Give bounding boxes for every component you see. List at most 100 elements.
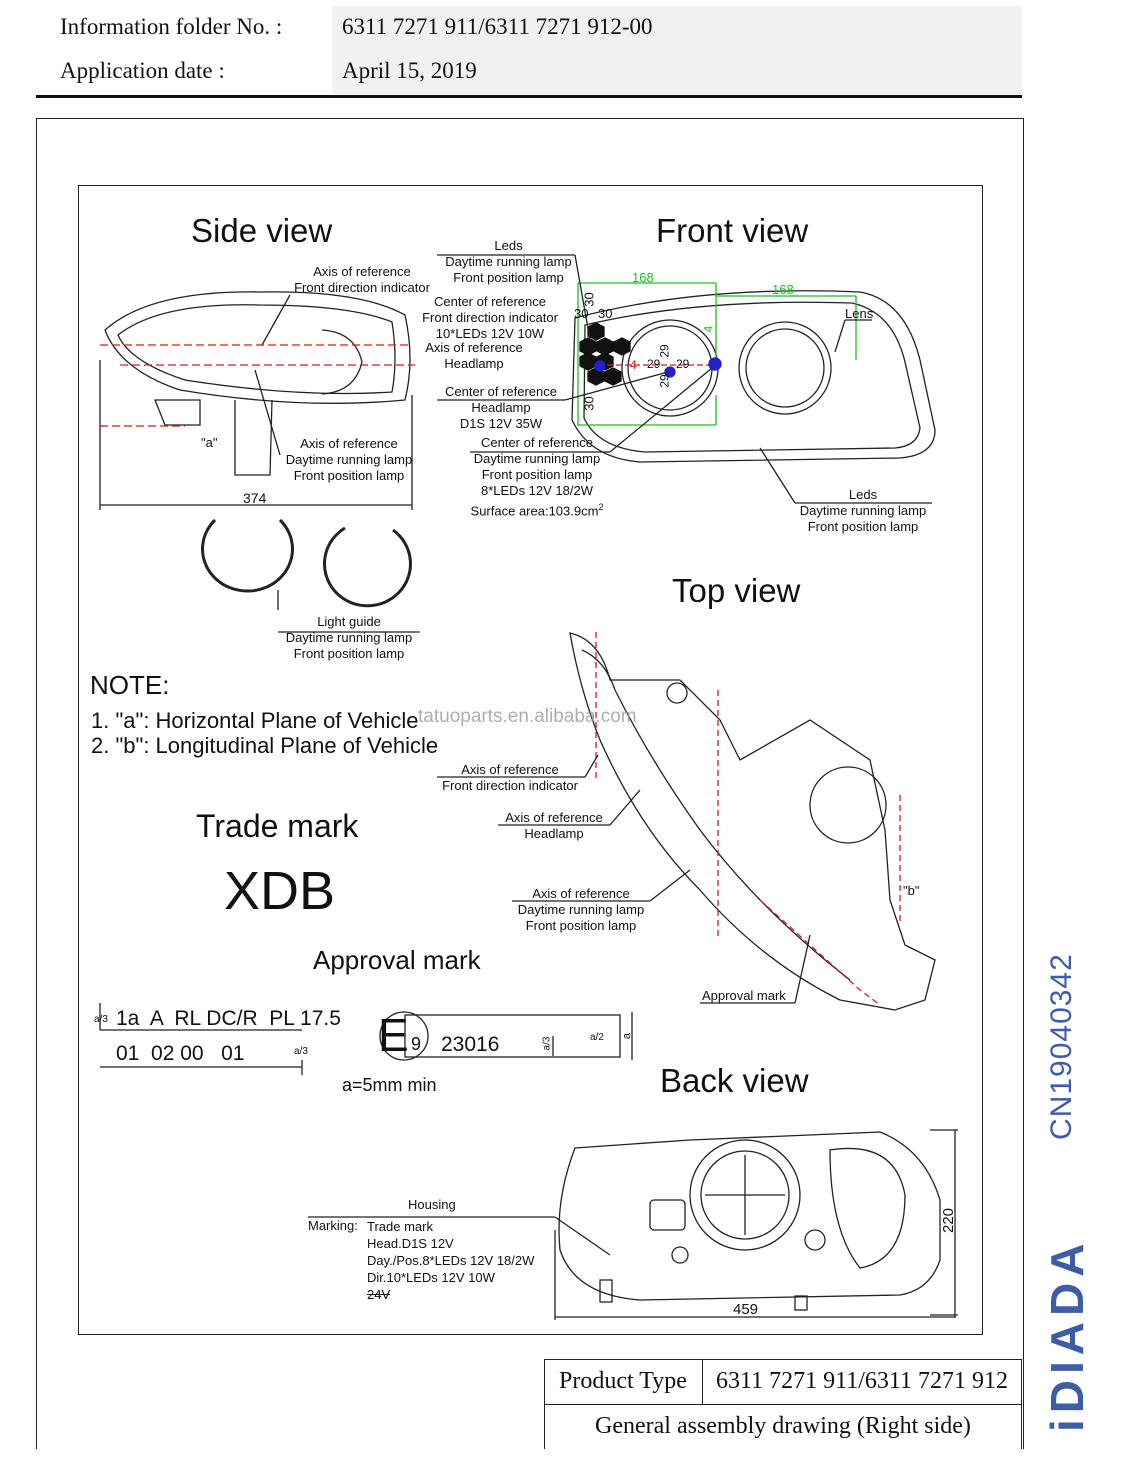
product-type-label: Product Type bbox=[559, 1368, 687, 1394]
back-dim-459: 459 bbox=[733, 1301, 759, 1318]
approval-number-box bbox=[404, 1014, 621, 1058]
front-drl-center-marker bbox=[708, 357, 722, 371]
front-dim-168-b: 168 bbox=[772, 282, 794, 297]
front-fdi-center-marker bbox=[594, 360, 606, 372]
note-item-2: 2. "b": Longitudinal Plane of Vehicle bbox=[91, 733, 439, 758]
info-folder-label: Information folder No. : bbox=[60, 14, 283, 39]
light-guide-right-arc bbox=[322, 526, 412, 608]
approval-e-letter: E bbox=[378, 1009, 409, 1061]
watermark-text: tatuoparts.en.alibaba.com bbox=[418, 706, 637, 727]
top-view-round-housing bbox=[809, 766, 887, 844]
back-marking-line: Trade mark bbox=[367, 1219, 433, 1234]
front-dim-30-c: 30 bbox=[598, 306, 613, 321]
approval-a2: a/2 bbox=[590, 1032, 604, 1043]
approval-a: a bbox=[621, 1032, 634, 1040]
approval-number: 23016 bbox=[441, 1033, 500, 1056]
approval-e-number: 9 bbox=[411, 1034, 422, 1054]
product-description: General assembly drawing (Right side) bbox=[595, 1413, 971, 1439]
front-lens-label: Lens bbox=[845, 306, 874, 321]
info-folder-value-box: 6311 7271 911/6311 7271 912-00 bbox=[332, 6, 1022, 50]
approval-mark-heading: Approval mark bbox=[313, 945, 481, 975]
product-description-row: General assembly drawing (Right side) bbox=[544, 1405, 1022, 1449]
approval-a3-side: a/3 bbox=[541, 1036, 553, 1051]
top-marker-b: "b" bbox=[903, 883, 920, 898]
light-guide-left-arc bbox=[201, 518, 294, 593]
back-view-projector bbox=[689, 1139, 801, 1251]
approval-line-1: 1a A RL DC/R PL 17.5 bbox=[116, 1007, 341, 1030]
approval-a3-bottom: a/3 bbox=[294, 1046, 308, 1057]
approval-a3-top: a/3 bbox=[94, 1014, 108, 1025]
side-view-bracket bbox=[154, 399, 201, 426]
product-type-value: 6311 7271 911/6311 7271 912 bbox=[716, 1368, 1008, 1394]
side-view-lamp-inner bbox=[117, 304, 396, 395]
document-frame bbox=[36, 118, 1024, 1449]
side-view-lens-curve bbox=[321, 329, 363, 395]
application-date-value: April 15, 2019 bbox=[342, 58, 477, 83]
front-dim-30-b: 30 bbox=[574, 306, 589, 321]
front-view-lamp-inner bbox=[583, 301, 921, 453]
back-marking-list: Trade mark Head.D1S 12V Day./Pos.8*LEDs … bbox=[367, 1218, 534, 1303]
side-marker-a: "a" bbox=[201, 435, 218, 450]
back-marking-label: Marking: bbox=[308, 1218, 358, 1233]
top-approval-mark-label: Approval mark bbox=[702, 988, 786, 1003]
back-marking-line: 24V bbox=[367, 1287, 391, 1302]
back-housing-label: Housing bbox=[408, 1197, 456, 1212]
front-dim-168-a: 168 bbox=[632, 270, 654, 285]
product-table-divider bbox=[702, 1360, 703, 1404]
back-dim-220: 220 bbox=[940, 1207, 958, 1234]
front-dim-29-b: 29 bbox=[647, 357, 661, 371]
application-date-label: Application date : bbox=[60, 58, 225, 83]
top-view-title: Top view bbox=[672, 572, 801, 609]
side-brand-code: CN19040342 bbox=[1045, 953, 1078, 1140]
side-view-lamp-outline bbox=[104, 291, 411, 404]
back-marking-line: Dir.10*LEDs 12V 10W bbox=[367, 1270, 495, 1285]
front-dim-4-b: 4 bbox=[630, 358, 637, 372]
back-marking-line: Head.D1S 12V bbox=[367, 1236, 454, 1251]
header-rule bbox=[36, 95, 1022, 98]
info-folder-row: Information folder No. : 6311 7271 911/6… bbox=[36, 6, 1022, 50]
trade-mark-value: XDB bbox=[224, 861, 336, 921]
approval-min-size: a=5mm min bbox=[342, 1075, 437, 1095]
front-view-high-beam-ring bbox=[738, 321, 832, 415]
front-headlamp-center-marker bbox=[664, 366, 676, 378]
application-date-row: Application date : April 15, 2019 bbox=[36, 50, 1022, 94]
front-view-title: Front view bbox=[656, 212, 809, 249]
back-marking-line: Day./Pos.8*LEDs 12V 18/2W bbox=[367, 1253, 535, 1268]
side-dim-374: 374 bbox=[243, 490, 267, 506]
trade-mark-heading: Trade mark bbox=[196, 808, 359, 844]
idiada-logo: iDIADA bbox=[1041, 1237, 1093, 1432]
approval-e-circle bbox=[379, 1011, 429, 1061]
back-view-title: Back view bbox=[660, 1062, 809, 1099]
product-table: Product Type 6311 7271 911/6311 7271 912… bbox=[544, 1359, 1022, 1449]
drawing-frame bbox=[78, 185, 983, 1335]
side-brand: CN19040342 iDIADA bbox=[1041, 940, 1093, 1432]
front-dim-29-a: 29 bbox=[657, 344, 672, 358]
note-item-1: 1. "a": Horizontal Plane of Vehicle bbox=[91, 708, 419, 733]
side-view-mount bbox=[234, 399, 273, 476]
application-date-value-box: April 15, 2019 bbox=[332, 50, 1022, 94]
front-dim-29-d: 29 bbox=[657, 374, 672, 388]
info-folder-value: 6311 7271 911/6311 7271 912-00 bbox=[342, 14, 653, 39]
note-heading: NOTE: bbox=[90, 670, 170, 700]
side-view-title: Side view bbox=[191, 212, 333, 249]
front-dim-30-a: 30 bbox=[581, 292, 597, 307]
front-dim-30-d: 30 bbox=[581, 396, 597, 411]
front-dim-29-c: 29 bbox=[676, 357, 690, 371]
top-view-lamp-outline bbox=[569, 632, 936, 1011]
front-view-lamp-outline bbox=[571, 290, 936, 463]
approval-line-2: 01 02 00 01 bbox=[116, 1042, 245, 1065]
product-type-row: Product Type 6311 7271 911/6311 7271 912 bbox=[544, 1360, 1022, 1405]
